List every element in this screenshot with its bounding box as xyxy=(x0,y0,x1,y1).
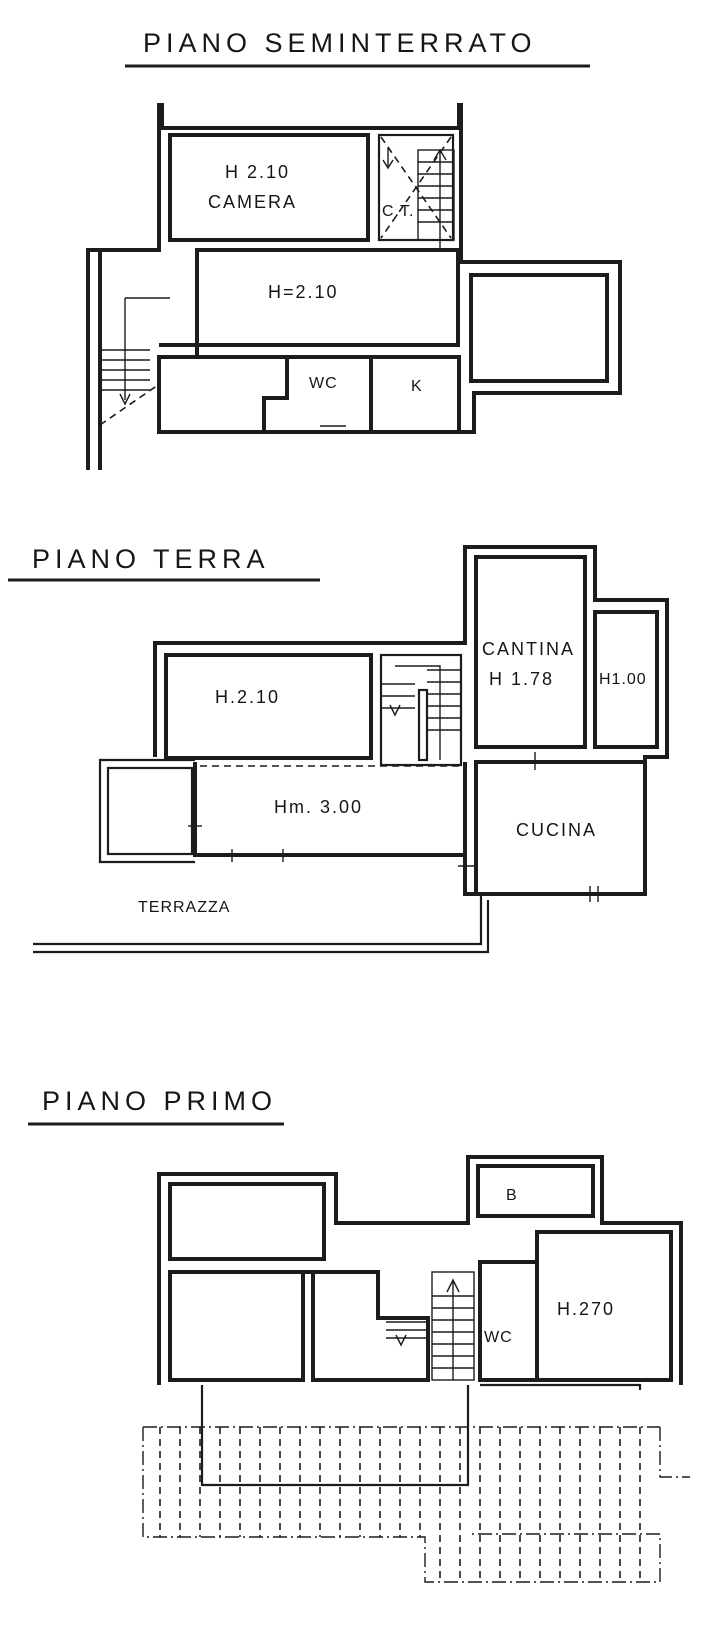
stair-core xyxy=(417,688,429,762)
ground-window-marks xyxy=(188,752,599,902)
first-room-sw xyxy=(168,1270,305,1382)
label-cantina: CANTINA xyxy=(482,639,575,659)
ground-terrace-edge xyxy=(33,894,483,946)
basement-stair-left xyxy=(99,297,170,426)
first-title: PIANO PRIMO xyxy=(42,1086,277,1116)
basement-top-wall xyxy=(160,103,461,130)
first-stair xyxy=(386,1271,475,1381)
basement-hall xyxy=(195,248,460,347)
stair-arrow-icon xyxy=(433,148,447,161)
basement-wc-walls xyxy=(262,357,373,432)
first-room-b xyxy=(476,1164,595,1218)
label-hall-height: H=2.10 xyxy=(268,282,339,302)
basement-annex-room xyxy=(469,273,609,383)
first-outer-wall xyxy=(157,1155,683,1385)
first-balcony-inner xyxy=(200,1385,470,1487)
first-balcony-right-edge xyxy=(480,1383,642,1390)
ground-terrace-edge-2 xyxy=(33,900,490,954)
first-room-h270 xyxy=(535,1230,673,1382)
label-b: B xyxy=(506,1187,518,1204)
ground-cucina xyxy=(474,760,647,896)
basement-stair-right xyxy=(382,148,455,250)
stair-down-arrow-icon xyxy=(395,1334,407,1347)
basement-ct-diagonal xyxy=(380,136,452,239)
label-hall-hm300: Hm. 3.00 xyxy=(274,797,363,817)
stair-guide xyxy=(124,297,170,400)
label-cucina: CUCINA xyxy=(516,820,597,840)
stair-down-arrow-icon xyxy=(382,148,394,170)
label-h100: H1.00 xyxy=(599,671,647,688)
basement-lower-block xyxy=(157,355,461,434)
ground-north-wall xyxy=(153,641,465,757)
basement-camera-room xyxy=(168,133,370,242)
label-camera-height: H 2.10 xyxy=(225,162,290,182)
stair-outline xyxy=(379,653,463,767)
stair-dashed-landing xyxy=(99,384,159,426)
label-terrazza: TERRAZZA xyxy=(138,899,230,916)
label-ct: C.T. xyxy=(382,203,414,220)
ground-stair xyxy=(379,653,463,767)
stair-outline xyxy=(417,149,455,241)
label-wc: WC xyxy=(484,1329,513,1346)
basement-floor-plan: PIANO SEMINTERRATO xyxy=(86,28,622,470)
ground-west-terrace-outer xyxy=(98,758,195,864)
ground-east-wall xyxy=(463,545,669,896)
ground-west-terrace-inner xyxy=(106,766,194,856)
stair-arrow-icon xyxy=(446,1278,460,1380)
first-room-mid xyxy=(303,1270,430,1382)
label-room-h210: H.2.10 xyxy=(215,687,280,707)
ground-room-h210 xyxy=(164,653,373,760)
label-wc: WC xyxy=(309,375,338,392)
label-k: K xyxy=(411,378,423,395)
basement-left-wall xyxy=(86,103,161,470)
stair-down-arrow-icon xyxy=(119,393,131,406)
ground-title: PIANO TERRA xyxy=(32,544,270,574)
ground-floor-plan: PIANO TERRA xyxy=(8,544,669,954)
first-room-nw xyxy=(168,1182,326,1261)
label-cantina-height: H 1.78 xyxy=(489,669,554,689)
ground-storage-h100 xyxy=(593,610,659,749)
first-roof-outline-dashed xyxy=(142,1426,690,1583)
first-roof-hatching xyxy=(159,1427,641,1582)
ground-cantina xyxy=(474,555,587,749)
ground-hall-walls xyxy=(193,762,467,857)
basement-ct-room xyxy=(377,133,455,242)
stair-arrow-icon xyxy=(389,665,441,760)
label-camera: CAMERA xyxy=(208,192,297,212)
label-room-h270: H.270 xyxy=(557,1299,615,1319)
first-room-wc xyxy=(478,1260,539,1382)
basement-outer-wall xyxy=(157,103,622,434)
basement-title: PIANO SEMINTERRATO xyxy=(143,28,537,58)
first-floor-plan: PIANO PRIMO B xyxy=(28,1086,690,1583)
